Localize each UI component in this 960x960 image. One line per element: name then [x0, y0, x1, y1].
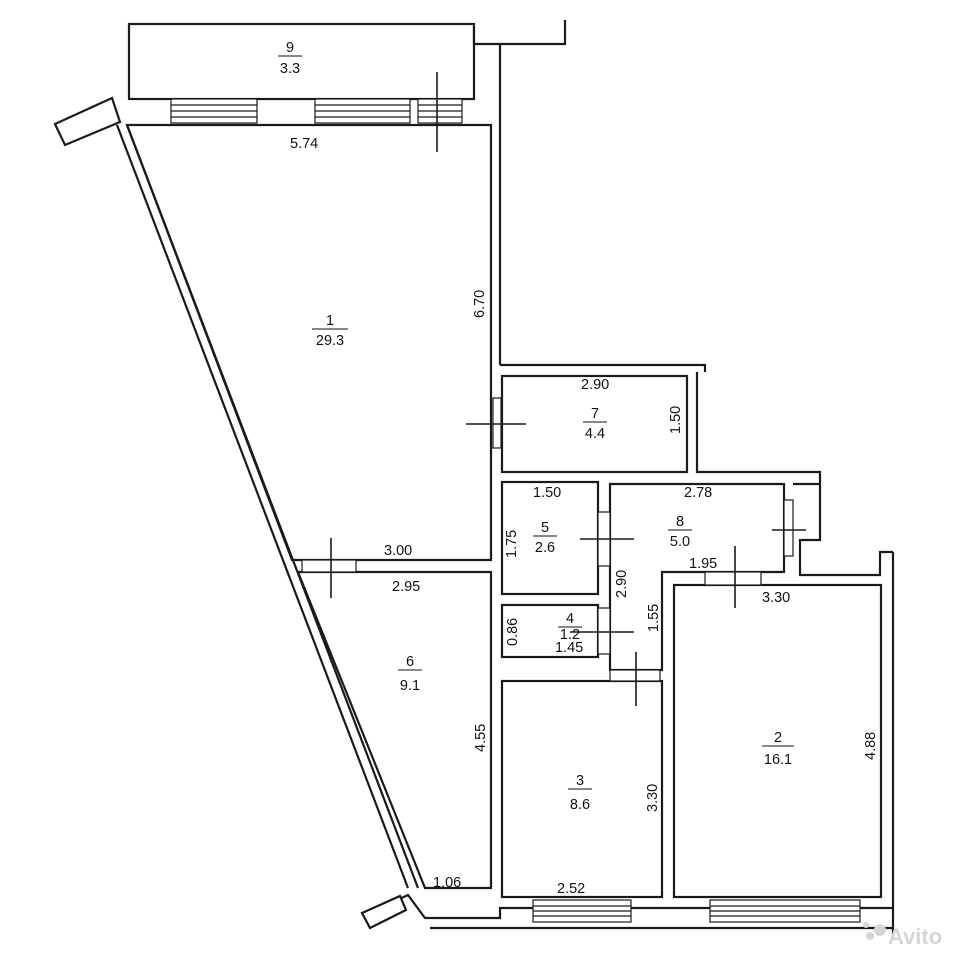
left-wall-stub [53, 96, 122, 147]
room-4-outline [500, 603, 600, 659]
room-2-label: 2 16.1 [762, 730, 794, 768]
room-7-outer-wall [695, 372, 822, 484]
svg-text:9.1: 9.1 [400, 678, 420, 694]
svg-text:1.2: 1.2 [560, 627, 580, 643]
svg-text:9: 9 [286, 40, 294, 56]
window-top-1 [170, 98, 258, 124]
room-1-outline [125, 123, 493, 562]
room-5-outline [500, 480, 600, 596]
svg-text:7: 7 [591, 406, 599, 422]
door-room-6 [301, 538, 357, 598]
svg-text:8.6: 8.6 [570, 797, 590, 813]
room-4-label: 4 1.2 [558, 611, 582, 643]
balcony-side-wall [472, 20, 567, 46]
svg-text:5.0: 5.0 [670, 534, 690, 550]
svg-text:8: 8 [676, 514, 684, 530]
room-3-label: 3 8.6 [568, 773, 592, 813]
room-8-label: 8 5.0 [668, 514, 692, 550]
dim-0-86: 0.86 [505, 618, 521, 646]
dim-4-88: 4.88 [863, 732, 879, 760]
svg-text:3: 3 [576, 773, 584, 789]
dim-1-50-room-7: 1.50 [668, 406, 684, 434]
window-bottom-room-2 [709, 899, 861, 923]
svg-text:2: 2 [774, 730, 782, 746]
dim-3-30-room-3: 3.30 [645, 784, 661, 812]
dim-6-70: 6.70 [472, 290, 488, 318]
svg-text:2.6: 2.6 [535, 540, 555, 556]
balcony-wall [127, 22, 476, 101]
dim-2-90-room-7: 2.90 [581, 377, 609, 393]
dim-2-78: 2.78 [684, 485, 712, 501]
room-5-label: 5 2.6 [533, 520, 557, 556]
corridor-wall [500, 363, 707, 372]
svg-text:Avito: Avito [888, 924, 942, 949]
door-room-5 [580, 511, 634, 567]
avito-watermark: Avito [863, 922, 942, 949]
window-top-3 [417, 98, 463, 124]
room-1-label: 1 29.3 [312, 313, 348, 349]
outer-angled-wall-a [115, 124, 410, 889]
window-top-2 [314, 98, 411, 124]
dim-3-00: 3.00 [384, 543, 412, 559]
hall-right-wall [793, 482, 893, 577]
dim-1-95: 1.95 [689, 556, 717, 572]
room-6-label: 6 9.1 [398, 654, 422, 694]
dim-2-95: 2.95 [392, 579, 420, 595]
room-7-outline [500, 374, 689, 474]
door-room-7 [466, 397, 526, 449]
outer-angled-wall-b [125, 124, 420, 889]
svg-text:29.3: 29.3 [316, 333, 344, 349]
door-entrance [772, 499, 806, 557]
svg-text:16.1: 16.1 [764, 752, 792, 768]
door-room-3 [609, 652, 661, 706]
dim-5-74: 5.74 [290, 136, 318, 152]
dim-1-50-room-5: 1.50 [533, 485, 561, 501]
dim-2-52: 2.52 [557, 881, 585, 897]
bottom-left-stub [360, 894, 408, 930]
dim-1-75: 1.75 [504, 530, 520, 558]
window-bottom-room-3 [532, 899, 632, 923]
svg-text:4: 4 [566, 611, 574, 627]
dim-4-55: 4.55 [473, 724, 489, 752]
svg-text:5: 5 [541, 520, 549, 536]
svg-text:4.4: 4.4 [585, 426, 605, 442]
room-6-outline [296, 570, 493, 890]
dim-2-90-hall: 2.90 [614, 570, 630, 598]
svg-text:3.3: 3.3 [280, 61, 300, 77]
room-9-label: 9 3.3 [278, 40, 302, 77]
dim-1-55: 1.55 [646, 604, 662, 632]
door-room-4 [570, 607, 634, 655]
dim-1-45: 1.45 [555, 640, 583, 656]
room-2-outline [672, 583, 883, 899]
dim-1-06: 1.06 [433, 875, 461, 891]
dim-3-30-room-2: 3.30 [762, 590, 790, 606]
svg-text:1: 1 [326, 313, 334, 329]
svg-text:6: 6 [406, 654, 414, 670]
door-room-2 [704, 546, 762, 608]
room-7-label: 7 4.4 [583, 406, 607, 442]
